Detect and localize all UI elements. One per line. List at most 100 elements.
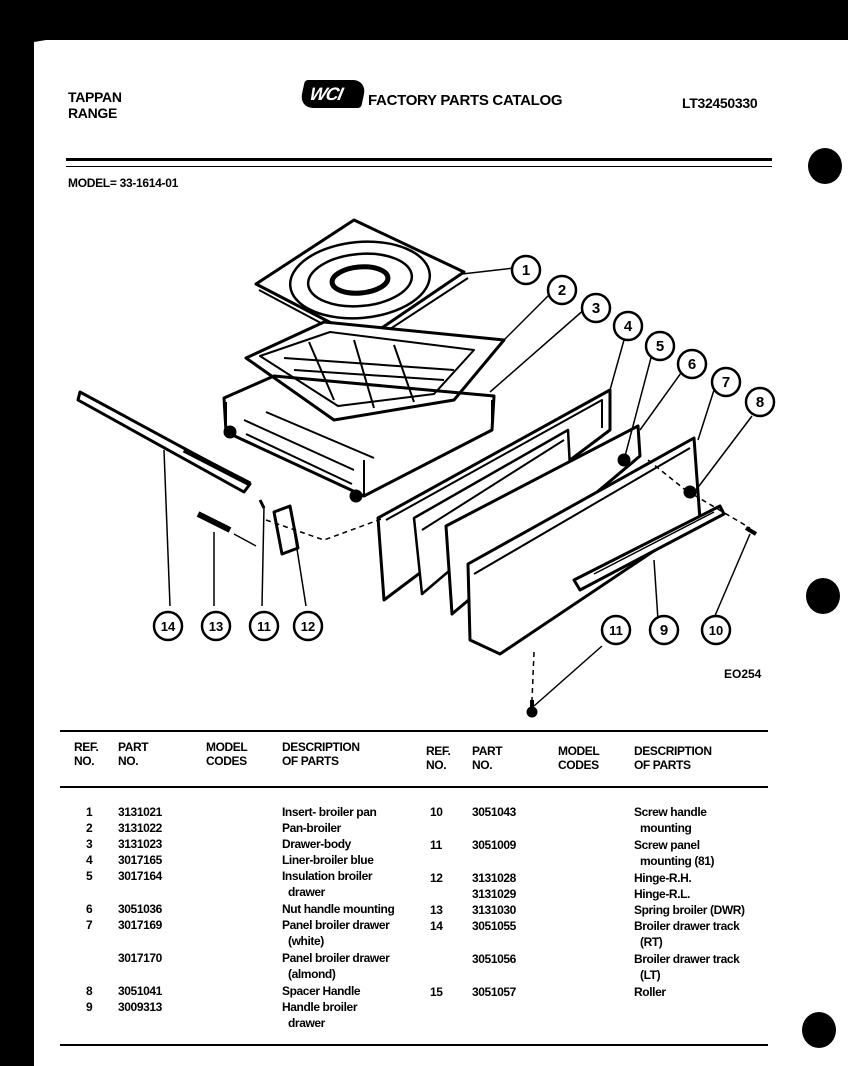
table-rule-top [60,730,768,732]
part-description: Hinge-R.H. [634,870,692,886]
callout-12: 12 [292,610,324,642]
part-14-drawer-track [76,390,252,494]
part-description: Broiler drawer track (LT) [634,951,740,983]
part-10-screw [744,526,758,536]
ref-no: 4 [86,853,93,867]
callout-9: 9 [648,614,680,646]
description-line: Hinge-R.L. [634,887,690,901]
part-description: Hinge-R.L. [634,886,690,902]
svg-text:11: 11 [257,619,271,634]
binder-hole-top [808,148,842,184]
description-line: Broiler drawer track [634,952,740,966]
svg-text:7: 7 [722,374,730,391]
description-line: Handle broiler [282,1000,358,1014]
assembly-lines [265,459,751,701]
callout-11: 11 [248,610,280,642]
part-no: 3009313 [118,1000,162,1014]
description-line: Insert- broiler pan [282,805,377,819]
ref-no: 13 [430,903,443,917]
part-no: 3131022 [118,821,162,835]
leader-lines [163,267,753,707]
part-no: 3051041 [118,984,162,998]
part-description: Roller [634,984,666,1000]
ref-no: 9 [86,1000,93,1014]
catalog-number: LT32450330 [682,95,758,111]
table-rule-header [60,786,768,788]
description-line: Roller [634,985,666,999]
callout-2: 2 [546,274,578,306]
ref-no: 11 [430,838,442,852]
callout-10: 10 [700,614,732,646]
header-rule-top [66,158,772,161]
catalog-title: FACTORY PARTS CATALOG [368,92,563,109]
part-no: 3131021 [118,805,162,819]
description-line: Insulation broiler [282,869,373,883]
ref-no: 10 [430,805,443,819]
part-no: 3051036 [118,902,162,916]
part-8-spacer [683,485,697,499]
callout-7: 7 [710,366,742,398]
svg-text:2: 2 [558,282,566,299]
table-rule-bottom [60,1044,768,1046]
ref-no: 14 [430,919,443,933]
description-line: (RT) [640,935,663,949]
description-line: (almond) [288,967,336,981]
description-line: drawer [288,885,325,899]
description-line: mounting (81) [640,854,715,868]
part-description: Spring broiler (DWR) [634,902,745,918]
ref-no: 3 [86,837,93,851]
description-line: Panel broiler drawer [282,918,390,932]
svg-text:3: 3 [592,300,600,317]
description-line: Drawer-body [282,837,351,851]
svg-text:14: 14 [161,619,176,634]
callout-13: 13 [200,610,232,642]
part-description: Panel broiler drawer(almond) [282,950,390,982]
part-description: Broiler drawer track (RT) [634,918,740,950]
part-12-hinge [272,504,300,556]
description-line: Hinge-R.H. [634,871,692,885]
callout-14: 14 [152,610,184,642]
part-3-drawer-body [222,374,496,503]
callout-8: 8 [744,386,776,418]
callout-1: 1 [510,254,542,286]
part-no: 3051056 [472,952,516,966]
svg-text:8: 8 [756,394,764,411]
callout-11: 11 [600,614,632,646]
description-line: Screw handle [634,805,707,819]
binder-hole-bottom [802,1012,836,1048]
ref-no: 2 [86,821,93,835]
svg-text:6: 6 [688,356,696,373]
description-line: Broiler drawer track [634,919,740,933]
ref-no: 15 [430,985,443,999]
description-line: Pan-broiler [282,821,341,835]
ref-no: 5 [86,869,93,883]
svg-text:1: 1 [522,262,530,279]
part-no: 3131030 [472,903,516,917]
figure-code: EO254 [724,667,762,681]
catalog-page: TAPPAN RANGE WCI FACTORY PARTS CATALOG L… [34,40,848,1066]
description-line: Liner-broiler blue [282,853,374,867]
part-description: Drawer-body [282,836,351,852]
ref-no: 1 [86,805,93,819]
binder-hole-middle [806,578,840,614]
callout-4: 4 [612,310,644,342]
svg-text:10: 10 [709,623,723,638]
col-header-ref-2: REF.NO. [426,744,451,772]
description-line: Nut handle mounting [282,902,395,916]
part-description: Insulation broiler drawer [282,868,373,900]
part-no: 3017170 [118,951,162,965]
ref-no: 6 [86,902,93,916]
part-no: 3017165 [118,853,162,867]
part-no: 3051057 [472,985,516,999]
description-line: (LT) [640,968,661,982]
part-description: Nut handle mounting [282,901,395,917]
brand-line-2: RANGE [68,105,118,121]
svg-text:12: 12 [301,619,315,634]
description-line: (white) [288,934,324,948]
